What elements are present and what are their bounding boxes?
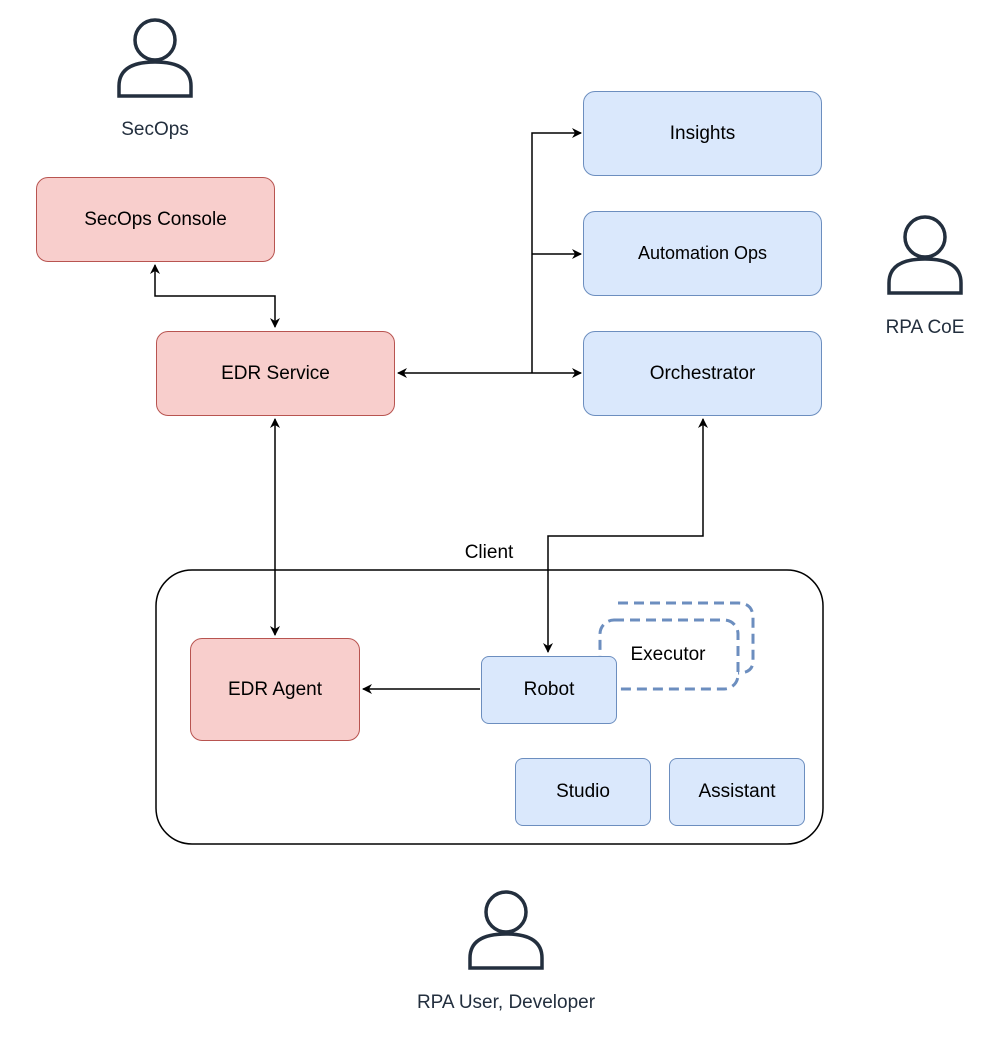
edge-to-insights: [531, 128, 582, 373]
edr-agent-node[interactable]: EDR Agent: [190, 638, 360, 741]
client-container: [155, 569, 824, 845]
rpa-coe-actor-icon: [887, 215, 963, 295]
orchestrator-label: Orchestrator: [649, 362, 756, 384]
executor-label: Executor: [630, 644, 706, 665]
rpa-user-actor-label: RPA User, Developer: [416, 992, 596, 1013]
studio-label: Studio: [556, 781, 610, 802]
studio-node[interactable]: Studio: [515, 758, 651, 826]
edr-service-node[interactable]: EDR Service: [156, 331, 395, 416]
secops-console-node[interactable]: SecOps Console: [36, 177, 275, 262]
automation-ops-label: Automation Ops: [637, 243, 768, 263]
robot-label: Robot: [523, 679, 575, 700]
rpa-coe-actor-label: RPA CoE: [885, 317, 965, 338]
robot-node[interactable]: Robot: [481, 656, 617, 724]
secops-actor-label: SecOps: [121, 119, 189, 140]
edr-agent-label: EDR Agent: [228, 678, 322, 700]
rpa-user-actor-icon: [468, 890, 544, 970]
client-group-label: Client: [464, 542, 514, 563]
secops-actor-icon: [117, 18, 193, 98]
assistant-node[interactable]: Assistant: [669, 758, 805, 826]
secops-console-label: SecOps Console: [84, 208, 227, 230]
insights-node[interactable]: Insights: [583, 91, 822, 176]
insights-label: Insights: [669, 122, 736, 144]
orchestrator-node[interactable]: Orchestrator: [583, 331, 822, 416]
automation-ops-node[interactable]: Automation Ops: [583, 211, 822, 296]
edge-robot-orchestrator: [543, 418, 708, 653]
edr-service-label: EDR Service: [221, 362, 330, 384]
assistant-label: Assistant: [698, 781, 776, 802]
edge-console-edr-service: [150, 264, 280, 328]
